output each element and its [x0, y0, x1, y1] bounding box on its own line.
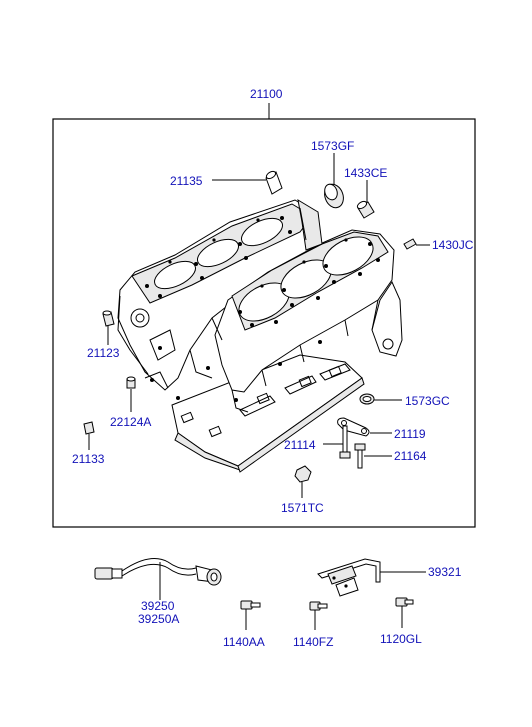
label-21114: 21114	[284, 438, 316, 452]
part-21133-plug	[83, 421, 95, 435]
label-1430JC: 1430JC	[432, 238, 474, 252]
label-1573GF: 1573GF	[311, 139, 354, 153]
label-22124A: 22124A	[110, 415, 151, 429]
label-21119: 21119	[394, 427, 426, 441]
part-1573GF-plug	[324, 183, 344, 209]
part-1120GL-bolt	[395, 597, 414, 607]
label-21100: 21100	[250, 87, 283, 101]
part-21119-plate	[337, 417, 370, 437]
label-1573GC: 1573GC	[405, 394, 450, 408]
part-1140AA-bolt	[240, 600, 261, 610]
label-39321: 39321	[428, 565, 462, 579]
part-21164-bolt	[354, 443, 366, 469]
label-39250A: 39250A	[138, 612, 179, 626]
part-21135-plug	[265, 170, 283, 195]
part-1433CE-plug	[356, 200, 375, 219]
label-1571TC: 1571TC	[281, 501, 324, 515]
label-21164: 21164	[394, 449, 427, 463]
part-39321-bracket	[317, 558, 381, 597]
label-1120GL: 1120GL	[380, 632, 422, 646]
engine-block	[117, 199, 403, 473]
label-21123: 21123	[87, 346, 120, 360]
part-21114-bolt	[339, 425, 351, 459]
label-21135: 21135	[170, 174, 203, 188]
part-22124A-dowel	[126, 376, 136, 389]
label-1433CE: 1433CE	[344, 166, 387, 180]
part-21123-plug	[102, 310, 115, 327]
label-39250: 39250	[141, 599, 175, 613]
label-1140AA: 1140AA	[223, 635, 265, 649]
label-1140FZ: 1140FZ	[293, 635, 333, 649]
part-1140FZ-bolt	[309, 601, 328, 611]
part-39250-sensor-harness	[94, 558, 222, 586]
part-1571TC-plug	[294, 465, 312, 483]
label-21133: 21133	[72, 452, 105, 466]
assembly-frame	[52, 118, 476, 528]
part-1573GC-plug	[359, 393, 375, 405]
part-1430JC-pin	[403, 238, 417, 250]
